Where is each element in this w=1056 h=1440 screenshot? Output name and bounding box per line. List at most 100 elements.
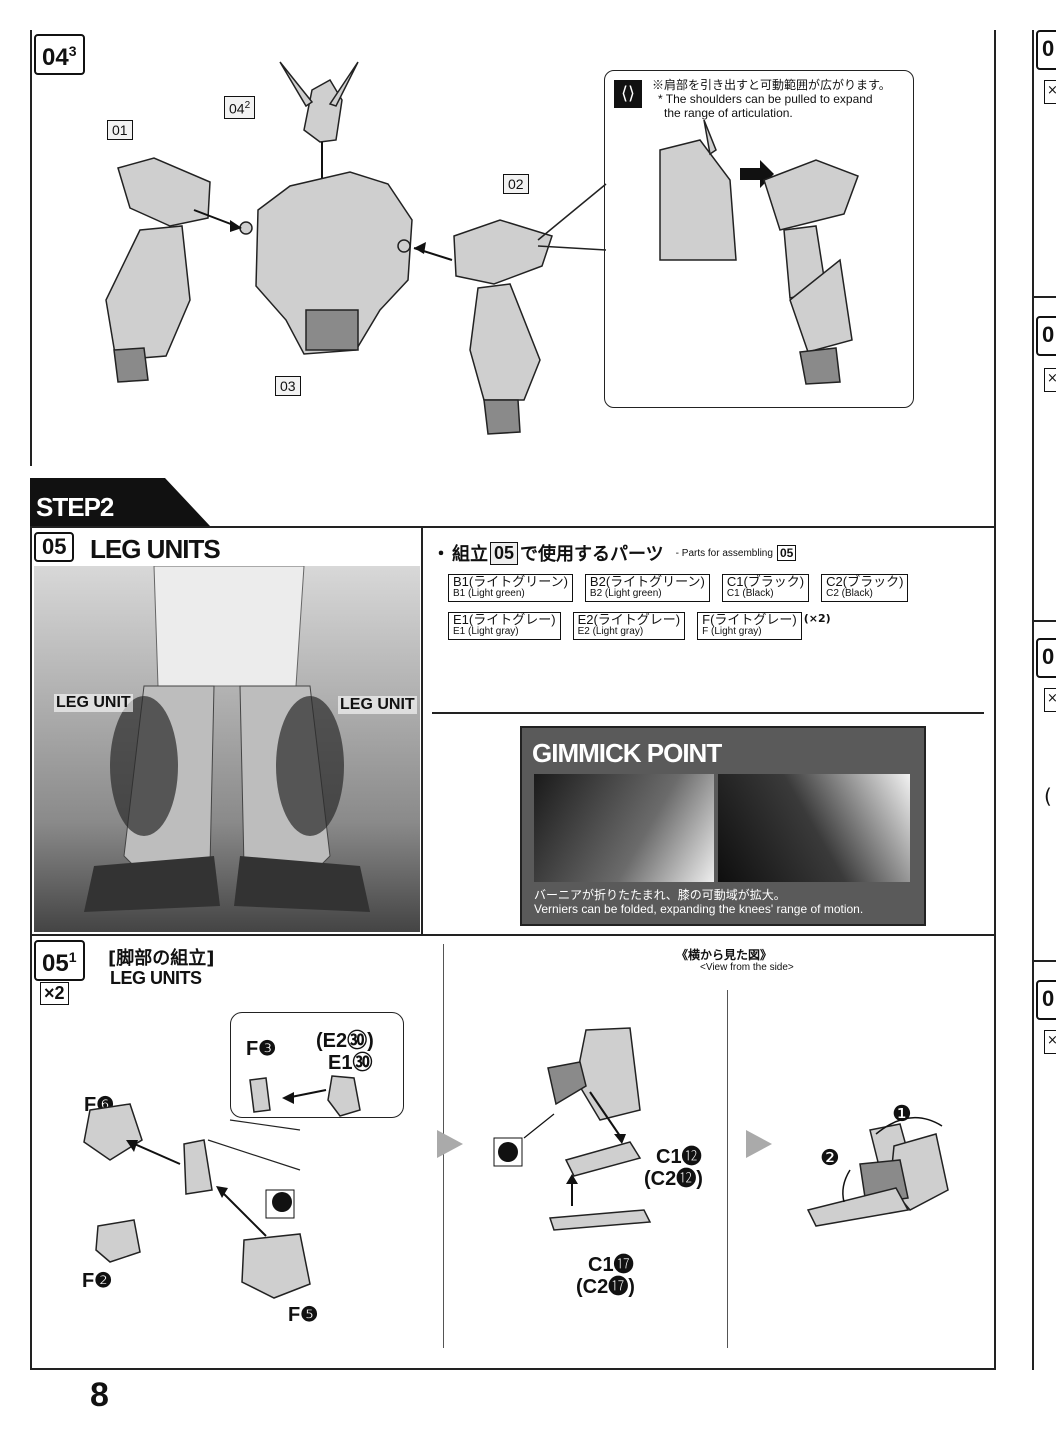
right-vernier (806, 1187, 910, 1227)
step-05-1-title-jp: [脚部の組立] (108, 948, 215, 969)
label-f3: F❸ (246, 1038, 277, 1060)
gimmick-caption-jp: バーニアが折りたたまれ、膝の可動域が拡大。 (534, 888, 786, 902)
label-f2: F❷ (82, 1270, 113, 1292)
part-en: C1 (Black) (726, 588, 774, 599)
middle-dark-part (547, 1061, 587, 1106)
part-tag-03: 03 (275, 376, 301, 396)
page-bottom-rule (30, 1368, 996, 1370)
parts-row-2: E1(ライトグレー)E1 (Light gray) E2(ライトグレー)E2 (… (448, 612, 831, 640)
leg-units-render (84, 566, 370, 912)
shoulder-callout (604, 70, 914, 408)
page-number: 8 (90, 1376, 109, 1414)
torso-part (255, 171, 413, 355)
right-rule-3 (1032, 960, 1056, 962)
part-f-multiplier: (×2) (803, 612, 831, 625)
column-divider-2 (727, 990, 728, 1348)
part-box-c1: C1(ブラック)C1 (Black) (721, 574, 810, 602)
head-part (303, 78, 343, 143)
ref-substep: 2 (244, 100, 251, 111)
head-antenna-left (279, 61, 314, 108)
arm-01-hand (113, 347, 149, 383)
step2-top-rule (30, 526, 996, 528)
middle-cap-icon (498, 1142, 518, 1162)
step-badge-1: ❶ (892, 1102, 912, 1127)
part-box-b2: B2(ライトグリーン)B2 (Light green) (584, 574, 710, 602)
label-c2-17: (C2⓱) (576, 1276, 635, 1298)
step-arrow-2 (746, 1130, 772, 1158)
step-05-tag: 05 (34, 532, 75, 562)
leg-unit-label-right: LEG UNIT (338, 696, 417, 714)
gimmick-title: GIMMICK POINT (532, 738, 722, 768)
waist-part (305, 309, 359, 351)
part-box-b1: B1(ライトグリーン)B1 (Light green) (448, 574, 573, 602)
part-en: B1 (Light green) (453, 588, 525, 599)
parts-gimmick-divider (432, 712, 984, 714)
right-tab-2: 0 (1036, 316, 1056, 356)
right-x-4: × (1044, 1030, 1056, 1054)
part-jp: E1(ライトグレー) (453, 612, 556, 627)
step2-label: STEP2 (36, 492, 114, 522)
parts-heading: ・ 組立 05 で使用するパーツ - Parts for assembling … (432, 540, 797, 566)
step-04-3-tag: 043 (34, 34, 85, 75)
step-05-1-tag: 051 (34, 940, 85, 981)
part-en: F (Light gray) (702, 626, 762, 637)
part-jp: B2(ライトグリーン) (589, 574, 705, 589)
part-tag-02: 02 (503, 174, 529, 194)
parts-row-1: B1(ライトグリーン)B1 (Light green) B2(ライトグリーン)B… (448, 574, 909, 602)
callout-jp: ※肩部を引き出すと可動範囲が広がります。 (652, 78, 891, 92)
callout-en-2: the range of articulation. (664, 106, 793, 120)
heading-tag: 05 (490, 541, 519, 565)
frame-right (994, 30, 996, 1370)
callout-pointer (537, 183, 607, 251)
frame-left-bottom (30, 526, 32, 1370)
gimmick-point-panel: GIMMICK POINT バーニアが折りたたまれ、膝の可動域が拡大。 Vern… (520, 726, 926, 926)
callout-hand (799, 347, 841, 385)
label-e1-30: E1㉚ (328, 1052, 373, 1074)
step-05-title: LEG UNITS (90, 534, 221, 564)
gimmick-photo-left (534, 774, 714, 882)
part-box-e1: E1(ライトグレー)E1 (Light gray) (448, 612, 561, 640)
right-x-3: × (1044, 688, 1056, 712)
multiplier-badge: ×2 (40, 982, 69, 1005)
frame-left-top (30, 30, 32, 466)
label-c1-12: C1⓬ (656, 1146, 702, 1168)
section-divider-05-05-1 (30, 934, 996, 936)
right-column-edge (1032, 30, 1034, 1370)
arm-01-lower (105, 225, 191, 361)
step2-banner: STEP2 (30, 478, 210, 526)
right-paren: ( (1044, 784, 1052, 808)
side-view-jp: 《横から見た図》 (676, 948, 773, 962)
part-e1-30 (327, 1075, 361, 1117)
right-x-2: × (1044, 368, 1056, 392)
part-tag-01: 01 (107, 120, 133, 140)
label-f5: F❺ (288, 1304, 319, 1326)
ref-tag-04-2: 042 (224, 96, 256, 119)
step-substep: 3 (68, 43, 77, 59)
callout-antenna (703, 120, 717, 156)
arm-02-upper (453, 219, 553, 285)
cap-icon (272, 1192, 292, 1212)
part-en: E2 (Light gray) (577, 626, 644, 637)
bullet: ・ (432, 544, 450, 565)
heading-en: - Parts for assembling (675, 547, 773, 559)
leg-units-photo (34, 566, 420, 932)
step-04-3-illustration (105, 61, 553, 435)
part-box-e2: E2(ライトグレー)E2 (Light gray) (572, 612, 686, 640)
right-rule-2 (1032, 620, 1056, 622)
right-tab-1: 0 (1036, 30, 1056, 70)
part-en: C2 (Black) (826, 588, 873, 599)
gimmick-photo-right (718, 774, 910, 882)
step-05-1-illustration-left (83, 1075, 361, 1299)
part-c1-17 (548, 1209, 652, 1231)
arm-02-hand (483, 399, 521, 435)
step-number: 04 (42, 44, 69, 71)
part-jp: C1(ブラック) (726, 574, 805, 589)
part-inset-callout (230, 1012, 404, 1118)
part-f3 (249, 1077, 271, 1113)
arm-01-upper (117, 157, 211, 227)
step-substep: 1 (68, 949, 77, 965)
right-rule-1 (1032, 296, 1056, 298)
part-en: E1 (Light gray) (453, 626, 519, 637)
heading-jp-suffix: で使用するパーツ (520, 544, 664, 565)
label-c1-17: C1⓱ (588, 1254, 634, 1276)
